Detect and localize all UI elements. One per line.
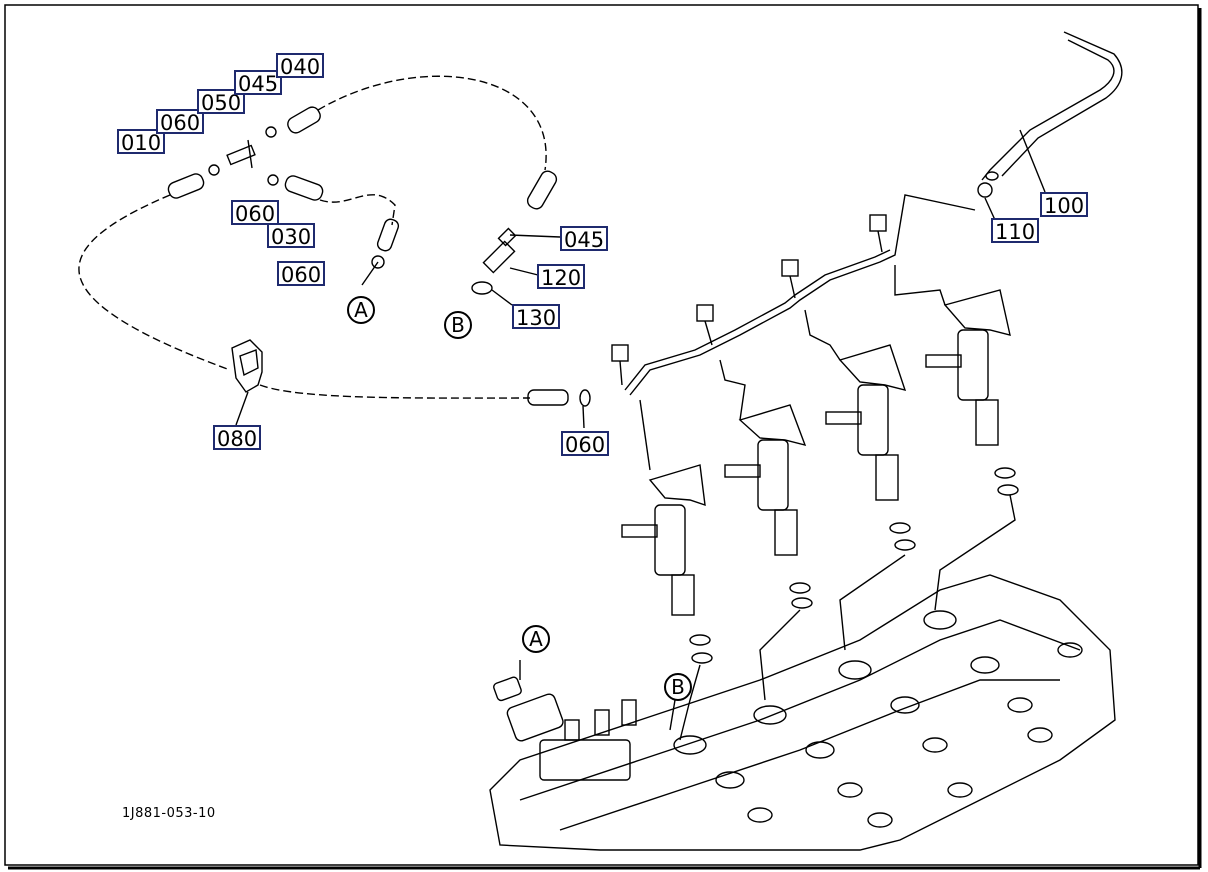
washer-130 [471, 281, 493, 295]
return-pipe-100 [981, 39, 1115, 181]
banjo-110 [977, 182, 993, 198]
callout-060-upper[interactable]: 060 [156, 109, 205, 135]
callout-100[interactable]: 100 [1040, 192, 1089, 218]
callout-060-left[interactable]: 060 [277, 261, 326, 287]
injector-1 [621, 464, 713, 664]
ref-a-lower: A [522, 625, 550, 653]
injector-2 [724, 404, 813, 609]
tee-050 [208, 126, 279, 186]
ref-a-upper: A [347, 296, 375, 324]
hose-010 [167, 173, 205, 199]
callout-060-middle[interactable]: 060 [231, 200, 280, 226]
callout-120[interactable]: 120 [537, 264, 586, 290]
ref-b-lower: B [664, 673, 692, 701]
callout-130[interactable]: 130 [512, 304, 561, 330]
hose-060d [527, 389, 569, 406]
injector-4 [925, 289, 1019, 496]
return-line-path [317, 75, 547, 171]
callout-045-upper[interactable]: 045 [234, 70, 283, 96]
hose-040 [287, 106, 321, 134]
frame-border [4, 4, 1199, 866]
hose-030 [284, 175, 324, 201]
hose-long [526, 170, 558, 210]
cylinder-head [489, 574, 1116, 851]
callout-110[interactable]: 110 [991, 218, 1040, 244]
clamp-080 [231, 339, 263, 393]
callout-060-lower[interactable]: 060 [561, 431, 610, 457]
drawing-code: 1J881-053-10 [122, 806, 216, 821]
callout-040[interactable]: 040 [276, 53, 325, 79]
injection-pump [493, 660, 676, 781]
injector-3 [825, 344, 916, 551]
ref-b-upper: B [444, 311, 472, 339]
banjo-bolts [611, 214, 887, 386]
callout-045-lower[interactable]: 045 [560, 226, 609, 252]
callout-080[interactable]: 080 [213, 425, 262, 451]
leak-off-line [629, 194, 976, 396]
callout-030[interactable]: 030 [267, 223, 316, 249]
fitting-120 [482, 240, 516, 274]
hose-short [376, 218, 400, 252]
